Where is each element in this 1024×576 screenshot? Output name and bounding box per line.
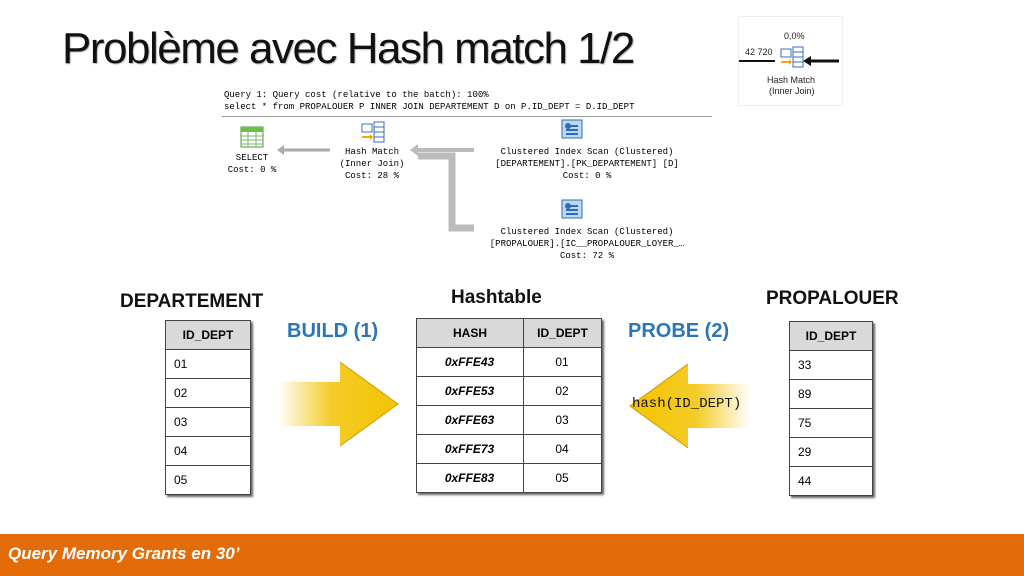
table-cell: 29 (789, 437, 873, 467)
select-cost: Cost: 0 % (227, 165, 277, 175)
hash-match-sub: (Inner Join) (339, 159, 405, 169)
hash-cell: 0xFFE63 (416, 405, 524, 435)
footer-bar: Query Memory Grants en 30’ (0, 534, 1024, 576)
table-grid-icon (240, 126, 264, 148)
select-node[interactable]: SELECT Cost: 0 % (222, 152, 282, 176)
id-cell: 02 (523, 376, 602, 406)
plan-connectors (277, 144, 474, 232)
table-cell: 02 (165, 378, 251, 408)
table-row: 0xFFE63 03 (416, 405, 602, 435)
hash-match-inset: 0,0% 42 720 Hash Match (Inner Join) (738, 16, 843, 106)
scan1-object: [DEPARTEMENT].[PK_DEPARTEMENT] [D] (495, 159, 679, 169)
hash-cell: 0xFFE53 (416, 376, 524, 406)
hash-match-icon (360, 120, 386, 144)
plan-divider (222, 116, 712, 117)
yellow-arrow-icon (278, 360, 400, 448)
hash-cell: 0xFFE73 (416, 434, 524, 464)
departement-table: ID_DEPT 01 02 03 04 05 (165, 320, 251, 495)
table-cell: 01 (165, 349, 251, 379)
index-scan-icon (560, 118, 586, 142)
hash-match-label: Hash Match (344, 147, 399, 157)
hashtable-title: Hashtable (451, 287, 542, 308)
table-cell: 05 (165, 465, 251, 495)
table-cell: 75 (789, 408, 873, 438)
table-cell: 03 (165, 407, 251, 437)
hashtable-header-id: ID_DEPT (523, 318, 602, 348)
hash-match-cost: Cost: 28 % (344, 171, 399, 181)
departement-header: ID_DEPT (165, 320, 251, 350)
scan2-object: [PROPALOUER].[IC__PROPALOUER_LOYER_… (489, 239, 685, 249)
table-row: 0xFFE83 05 (416, 463, 602, 493)
scan2-cost: Cost: 72 % (559, 251, 614, 261)
inset-label2: (Inner Join) (769, 86, 815, 96)
id-cell: 03 (523, 405, 602, 435)
table-row: 0xFFE43 01 (416, 347, 602, 377)
inset-percent: 0,0% (784, 31, 805, 41)
index-scan-icon (560, 198, 586, 222)
scan2-label: Clustered Index Scan (Clustered) (500, 227, 674, 237)
slide-title: Problème avec Hash match 1/2 (62, 24, 635, 73)
id-cell: 04 (523, 434, 602, 464)
probe-label: PROBE (2) (628, 320, 730, 342)
inset-label1: Hash Match (767, 75, 816, 85)
plan-sql-line: select * from PROPALOUER P INNER JOIN DE… (224, 102, 635, 112)
hashtable: HASH ID_DEPT 0xFFE43 01 0xFFE53 02 0xFFE… (416, 318, 602, 493)
propalouer-header: ID_DEPT (789, 321, 873, 351)
inset-arrows (739, 56, 839, 66)
hash-match-icon (779, 45, 805, 71)
footer-text: Query Memory Grants en 30’ (8, 544, 240, 563)
left-table-title: DEPARTEMENT (120, 291, 264, 312)
hash-cell: 0xFFE43 (416, 347, 524, 377)
hash-cell: 0xFFE83 (416, 463, 524, 493)
right-table-title: PROPALOUER (766, 288, 899, 309)
id-cell: 01 (523, 347, 602, 377)
scan1-cost: Cost: 0 % (562, 171, 612, 181)
table-row: 0xFFE73 04 (416, 434, 602, 464)
execution-plan: Query 1: Query cost (relative to the bat… (222, 88, 712, 272)
scan1-label: Clustered Index Scan (Clustered) (500, 147, 674, 157)
table-cell: 44 (789, 466, 873, 496)
hash-match-node[interactable]: Hash Match (Inner Join) Cost: 28 % (328, 146, 416, 182)
select-label: SELECT (235, 153, 269, 163)
table-cell: 04 (165, 436, 251, 466)
propalouer-table: ID_DEPT 33 89 75 29 44 (789, 321, 873, 496)
table-row: 0xFFE53 02 (416, 376, 602, 406)
table-cell: 33 (789, 350, 873, 380)
plan-query-line: Query 1: Query cost (relative to the bat… (224, 90, 489, 100)
hashtable-header-hash: HASH (416, 318, 524, 348)
yellow-arrow-icon (628, 362, 750, 450)
table-cell: 89 (789, 379, 873, 409)
inset-rows: 42 720 (745, 47, 773, 57)
build-label: BUILD (1) (287, 320, 379, 342)
id-cell: 05 (523, 463, 602, 493)
scan1-node[interactable]: Clustered Index Scan (Clustered) [DEPART… (462, 146, 712, 182)
scan2-node[interactable]: Clustered Index Scan (Clustered) [PROPAL… (462, 226, 712, 262)
probe-hash-function: hash(ID_DEPT) (632, 396, 742, 412)
